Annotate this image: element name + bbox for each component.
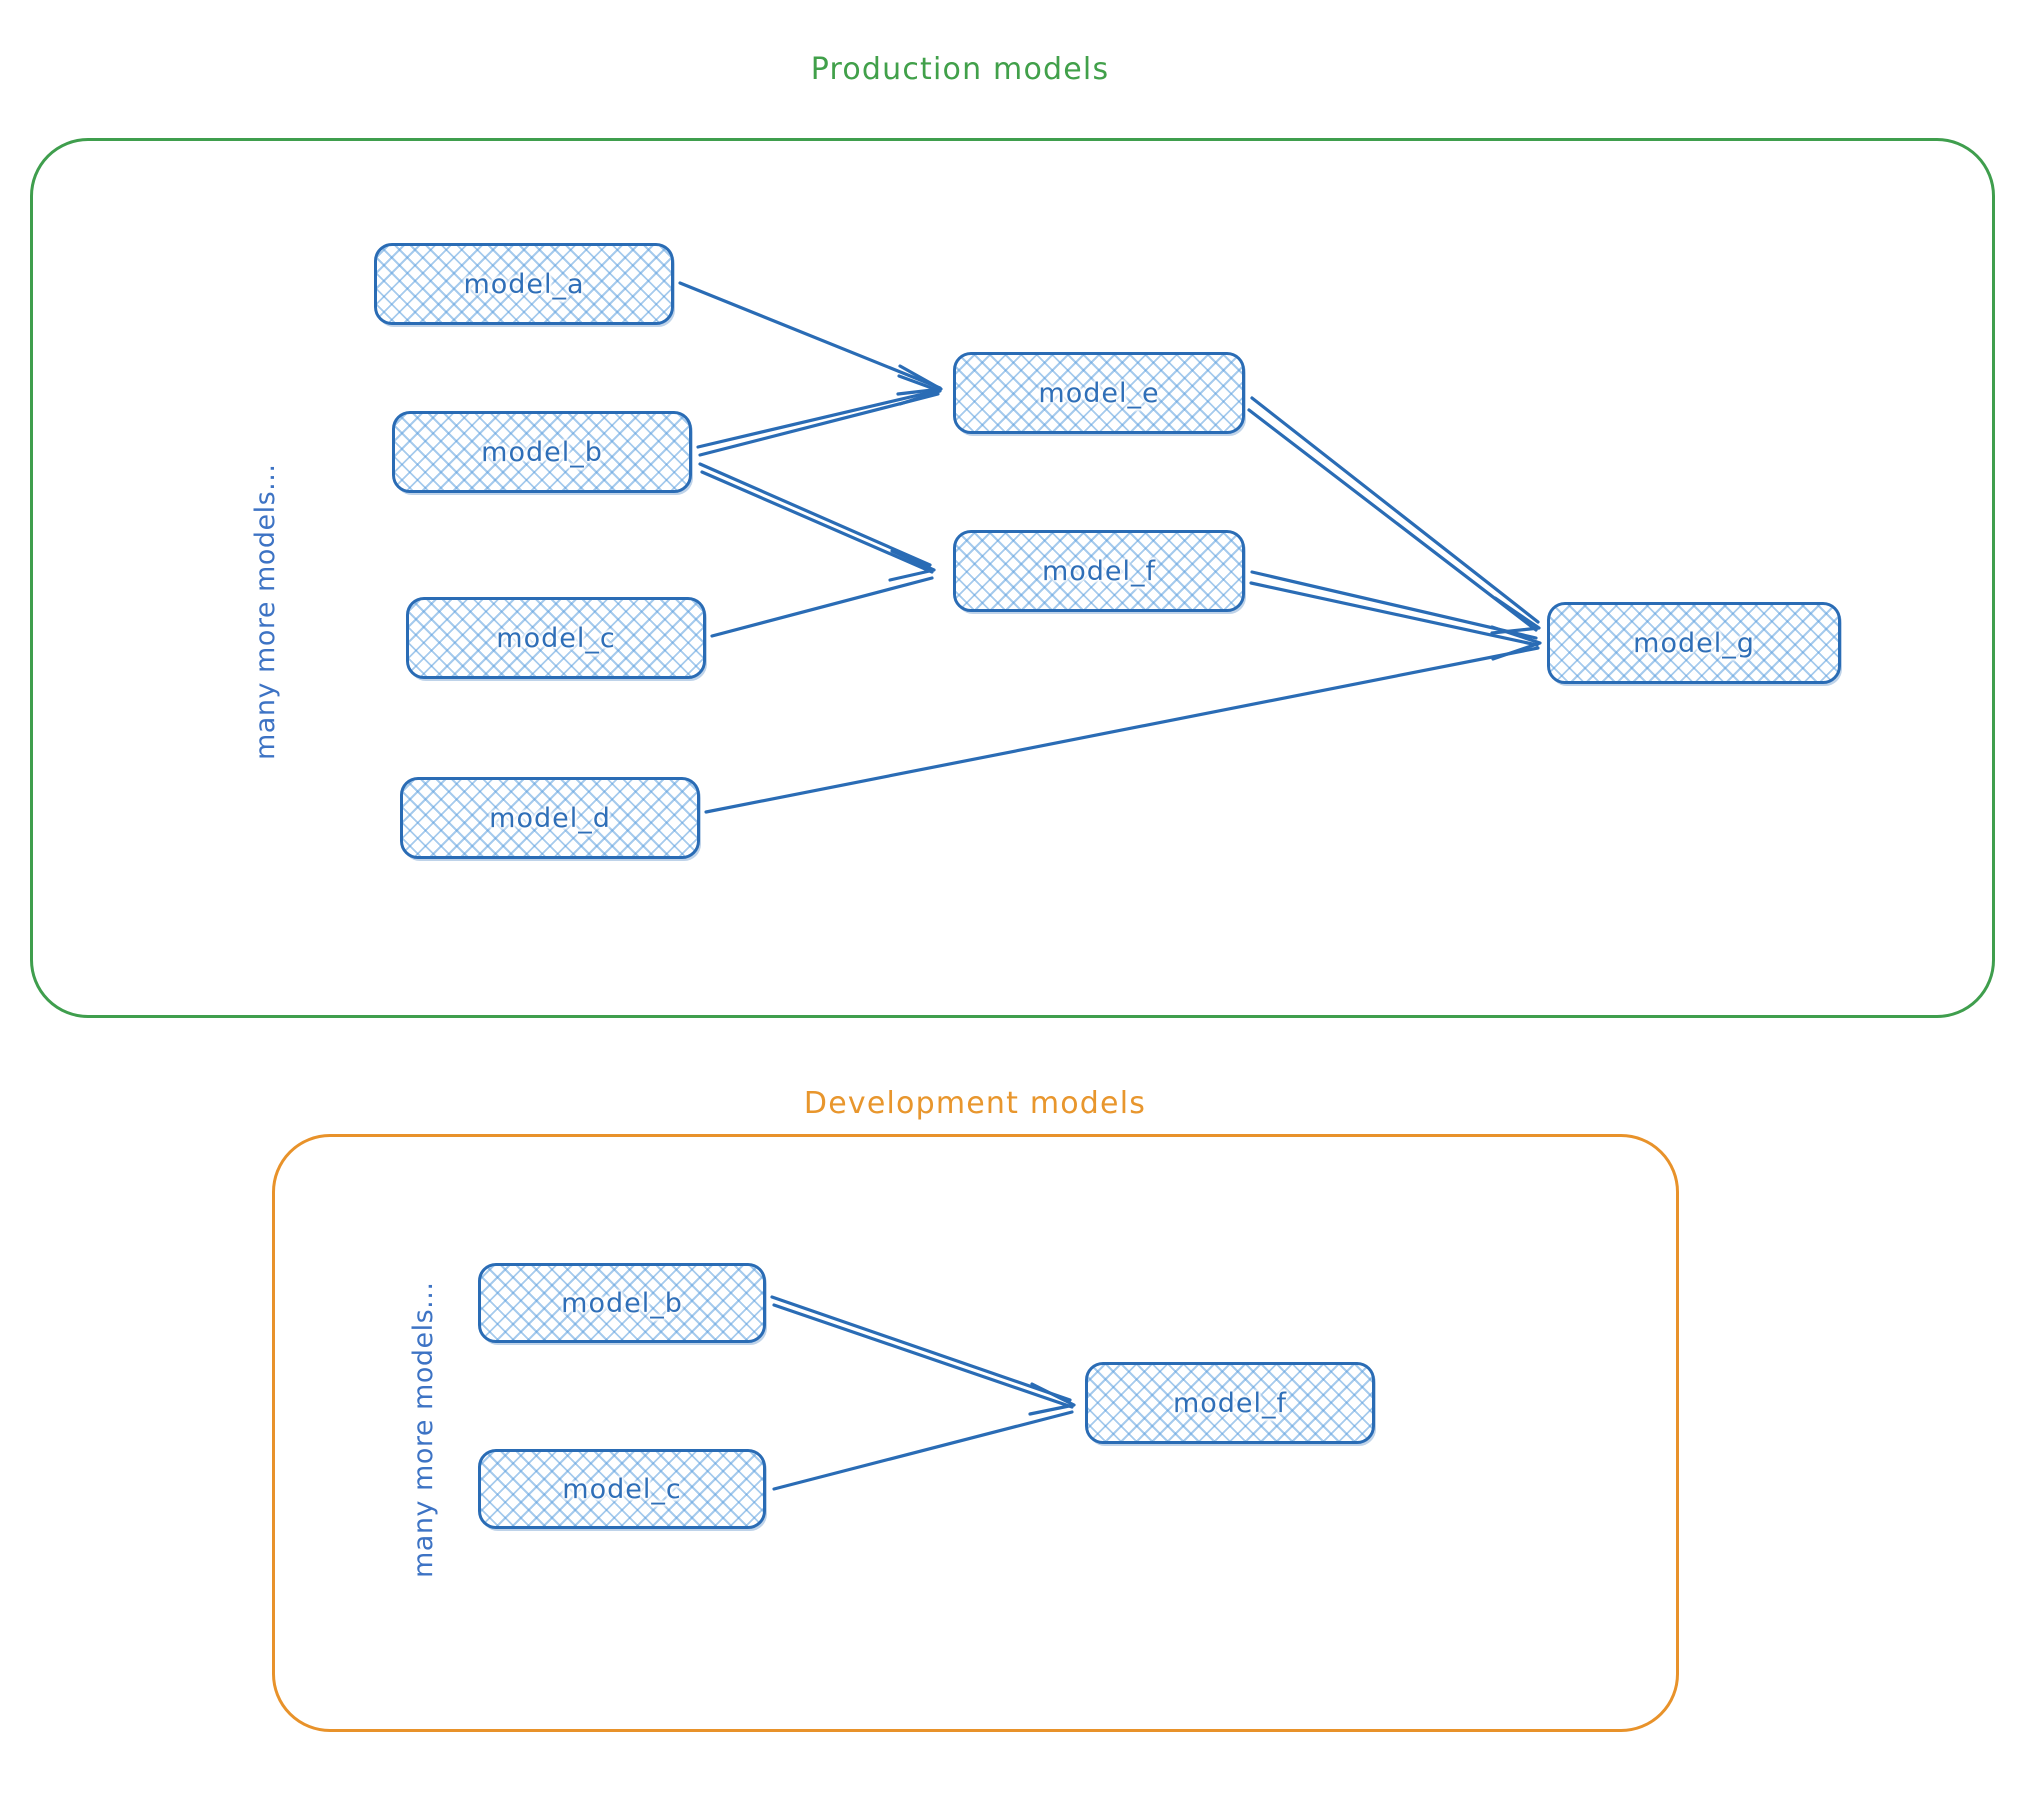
node-model_a[interactable]: model_a <box>374 243 674 325</box>
node-label-model_f: model_f <box>1041 555 1157 587</box>
node-dev_model_f[interactable]: model_f <box>1085 1362 1375 1444</box>
node-model_c[interactable]: model_c <box>406 597 706 679</box>
node-model_b[interactable]: model_b <box>392 411 692 493</box>
node-label-model_b: model_b <box>481 436 603 468</box>
node-model_g[interactable]: model_g <box>1547 602 1841 684</box>
side-label-production: many more models... <box>250 463 281 760</box>
node-model_e[interactable]: model_e <box>953 352 1245 434</box>
node-label-dev_model_f: model_f <box>1172 1387 1288 1419</box>
node-model_f[interactable]: model_f <box>953 530 1245 612</box>
node-label-model_g: model_g <box>1633 627 1755 659</box>
group-frame-production <box>30 138 1995 1018</box>
node-label-model_c: model_c <box>496 622 616 654</box>
node-label-dev_model_b: model_b <box>561 1287 683 1319</box>
node-label-model_e: model_e <box>1038 377 1160 409</box>
node-label-dev_model_c: model_c <box>562 1473 682 1505</box>
group-title-development: Development models <box>803 1086 1147 1121</box>
node-label-model_d: model_d <box>489 802 611 834</box>
group-frame-development <box>272 1134 1679 1732</box>
side-label-development: many more models... <box>408 1281 439 1578</box>
node-dev_model_b[interactable]: model_b <box>478 1263 766 1343</box>
node-dev_model_c[interactable]: model_c <box>478 1449 766 1529</box>
node-label-model_a: model_a <box>463 268 585 300</box>
group-title-production: Production models <box>810 52 1110 87</box>
node-model_d[interactable]: model_d <box>400 777 700 859</box>
